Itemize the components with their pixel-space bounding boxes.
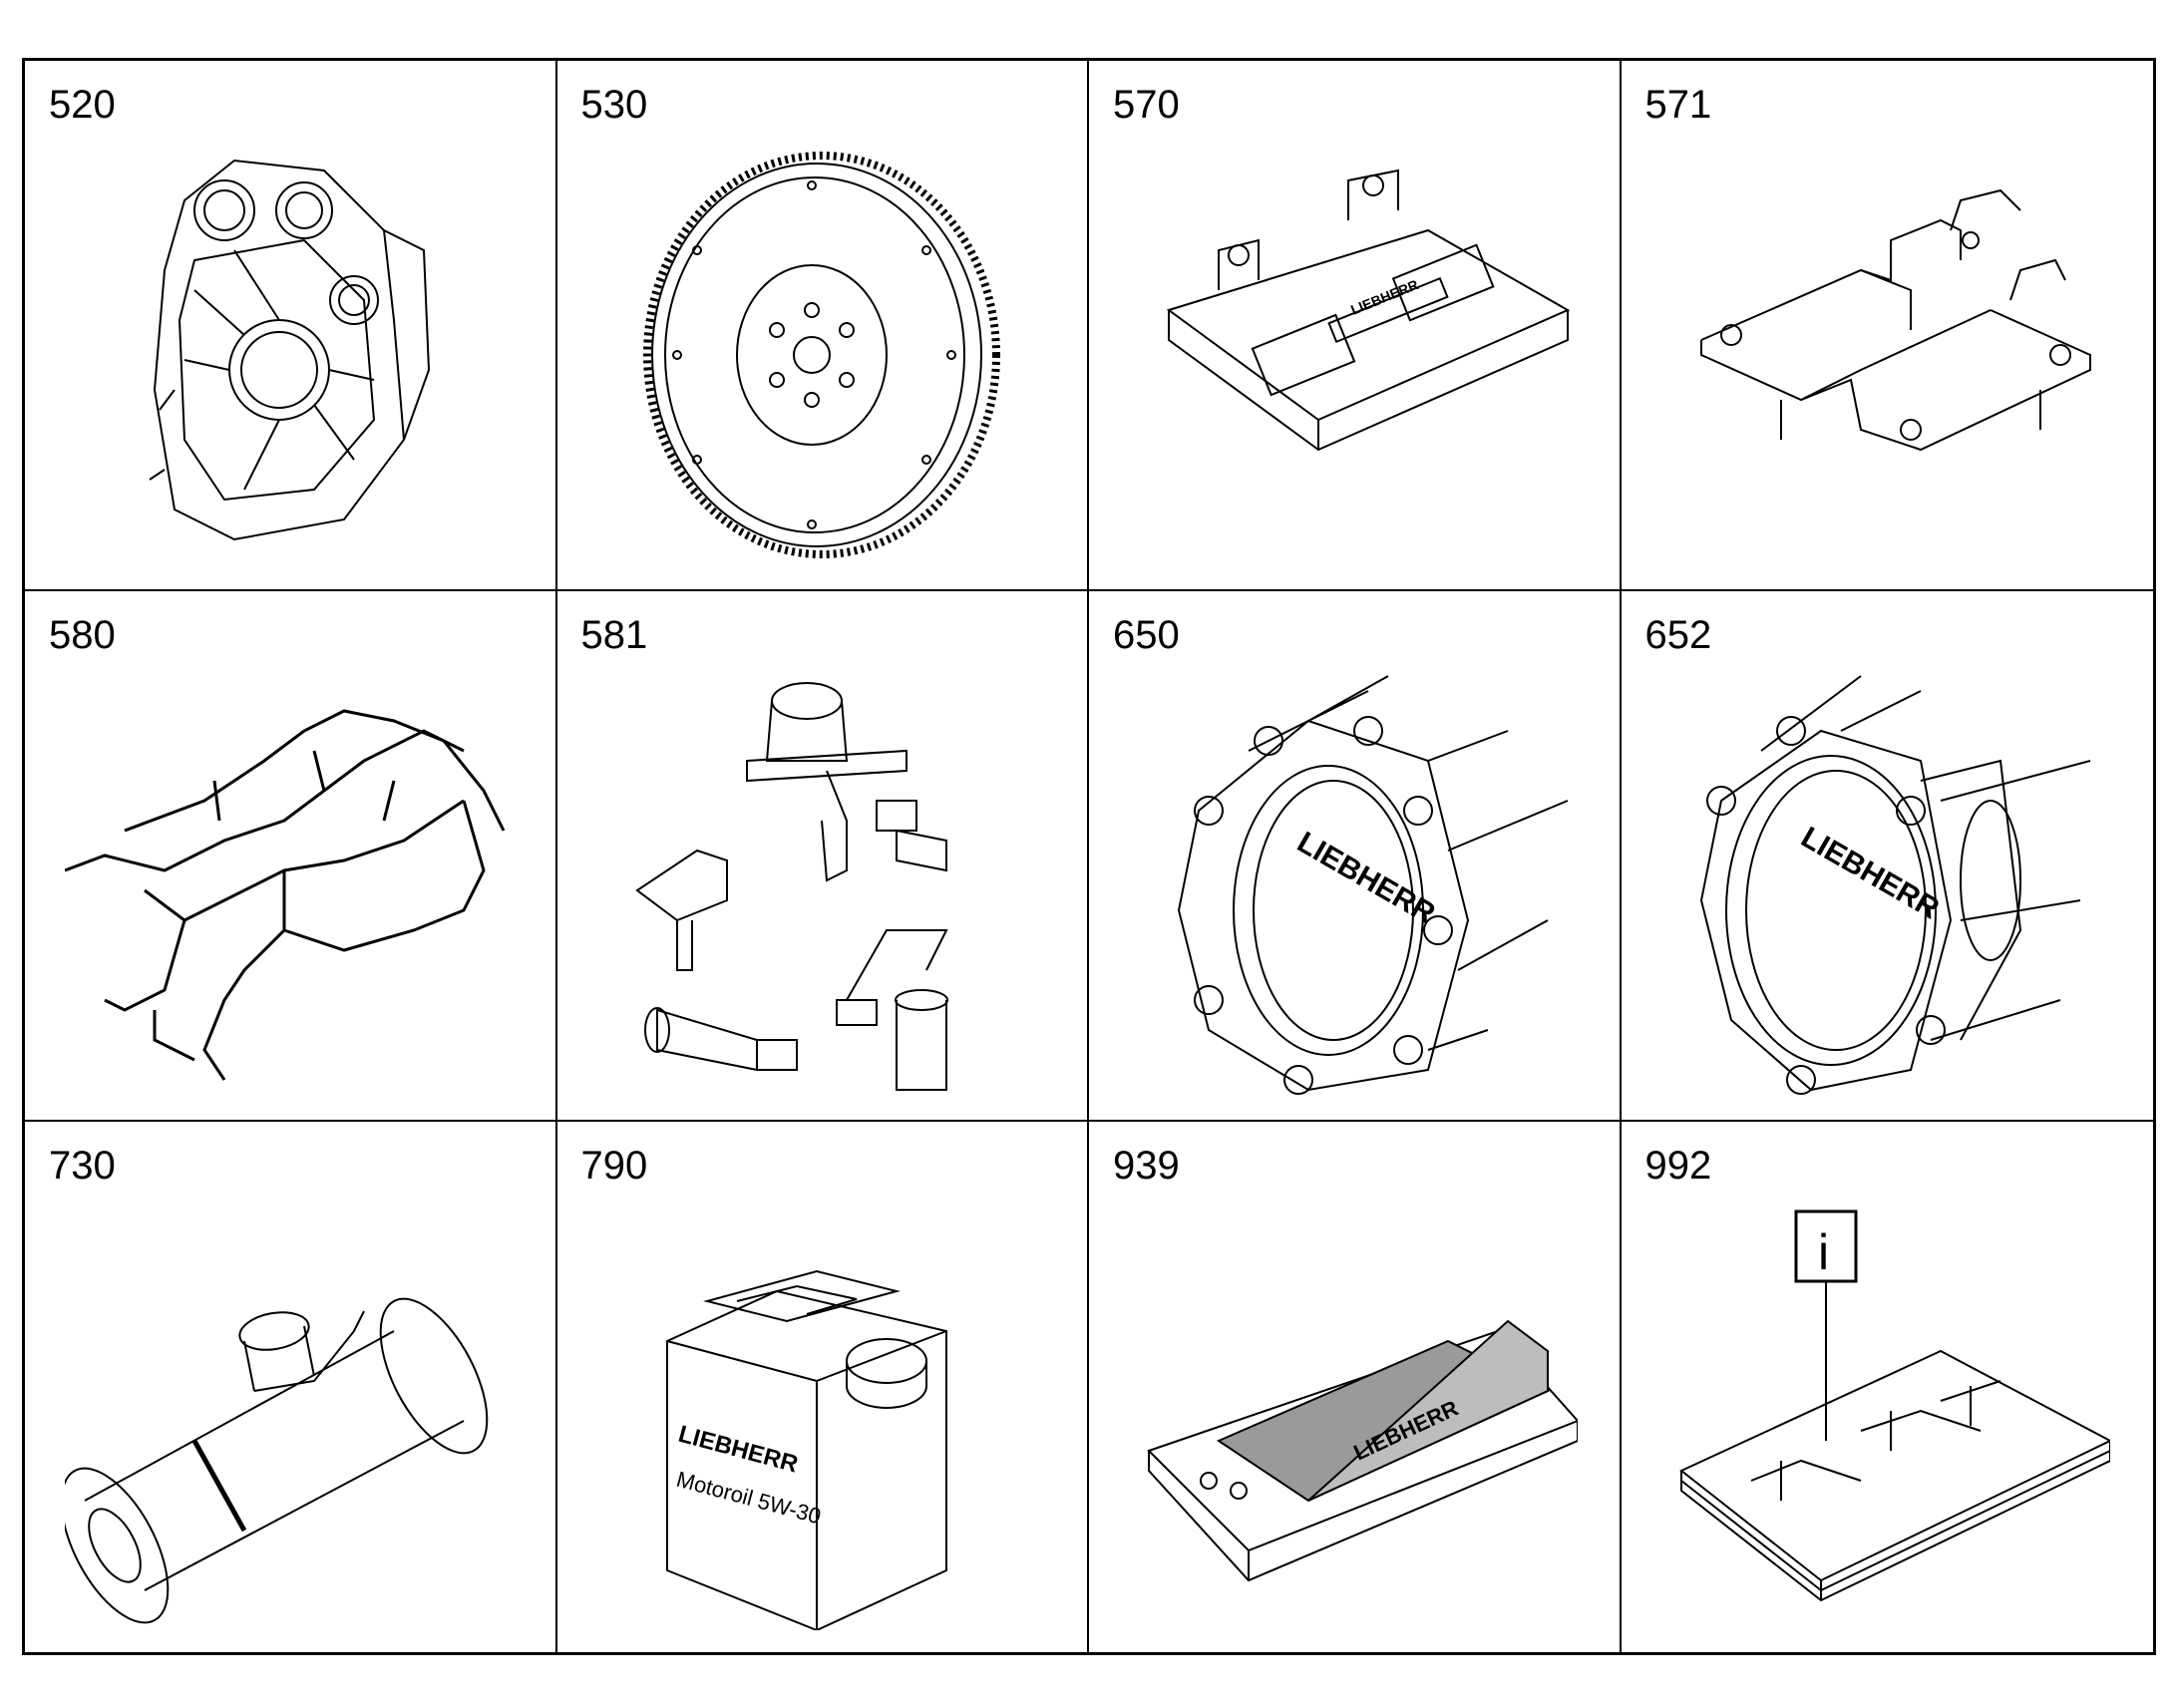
part-cell-571[interactable]: 571	[1621, 61, 2153, 591]
part-number: 570	[1113, 83, 1180, 127]
sensors-icon	[597, 671, 1046, 1100]
housing-flange-icon: LIEBHERR	[1129, 671, 1578, 1100]
part-number: 992	[1644, 1144, 1712, 1188]
part-cell-790[interactable]: 790 LIEBHERR Motoroil 5W-30	[557, 1122, 1089, 1652]
part-cell-580[interactable]: 580	[25, 591, 557, 1122]
seal-kit-box-icon: LIEBHERR	[1129, 1201, 1578, 1630]
part-number: 790	[580, 1144, 648, 1188]
part-cell-992[interactable]: 992 i	[1622, 1122, 2154, 1652]
housing-flange-icon: LIEBHERR	[1661, 671, 2110, 1100]
parts-grid: 520 530 570	[22, 58, 2156, 1655]
part-cell-570[interactable]: 570 LIEBHERR	[1089, 61, 1622, 591]
documentation-icon: i	[1661, 1201, 2110, 1630]
part-cell-520[interactable]: 520	[25, 61, 557, 591]
part-cell-730[interactable]: 730	[25, 1122, 557, 1652]
control-unit-icon: LIEBHERR	[1129, 141, 1578, 569]
oil-label: Motoroil 5W-30	[673, 1467, 823, 1530]
brand-label: LIEBHERR	[1291, 826, 1441, 930]
part-number: 571	[1644, 83, 1712, 127]
info-symbol: i	[1818, 1224, 1829, 1280]
flywheel-icon	[597, 141, 1046, 569]
part-number: 650	[1113, 613, 1180, 657]
wiring-harness-icon	[65, 671, 514, 1100]
part-cell-939[interactable]: 939 LIEBHERR	[1089, 1122, 1622, 1652]
part-cell-581[interactable]: 581	[556, 591, 1089, 1122]
part-number: 939	[1113, 1144, 1180, 1188]
part-number: 581	[580, 613, 648, 657]
part-cell-652[interactable]: 652 LIEBHERR	[1621, 591, 2153, 1122]
oil-canister-icon: LIEBHERR Motoroil 5W-30	[597, 1201, 1046, 1630]
part-cell-650[interactable]: 650 LIEBHERR	[1089, 591, 1622, 1122]
part-cell-530[interactable]: 530	[556, 61, 1089, 591]
mounting-bracket-icon	[1661, 141, 2110, 569]
part-number: 730	[49, 1144, 116, 1188]
part-number: 530	[580, 83, 648, 127]
flywheel-housing-icon	[65, 141, 514, 569]
part-number: 580	[49, 613, 116, 657]
air-filter-icon	[65, 1201, 514, 1630]
part-number: 520	[49, 83, 116, 127]
part-number: 652	[1644, 613, 1712, 657]
